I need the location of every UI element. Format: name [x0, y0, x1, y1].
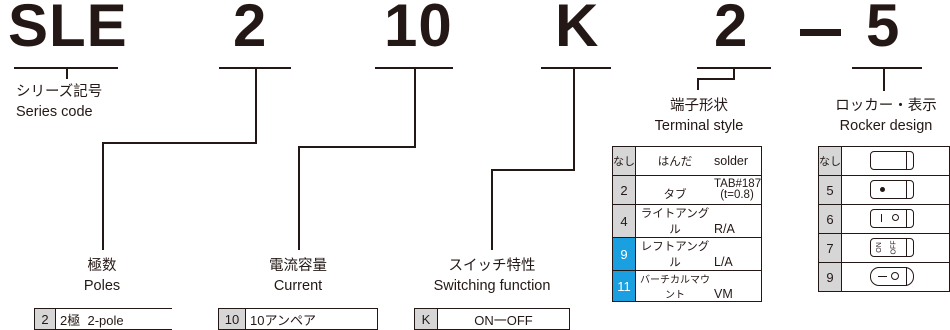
table-row: 10 10アンペア: [218, 308, 378, 330]
leader-current-v2: [298, 146, 300, 250]
terminal-title: 端子形状 Terminal style: [625, 96, 773, 136]
series-label-en: Series code: [16, 104, 93, 120]
code-switching: K: [555, 0, 600, 59]
leader-switching-v2: [491, 169, 493, 250]
terminal-ja: レフトアングル: [640, 241, 710, 269]
current-table: 10 10アンペア: [218, 308, 378, 330]
table-row: 2 タブ TAB#187(t=0.8): [612, 175, 762, 205]
code-poles: 2: [233, 0, 268, 59]
leader-switching-h: [491, 169, 575, 171]
terminal-code: なし: [612, 146, 636, 176]
table-row: なし はんだ solder: [612, 146, 762, 176]
rocker-on-off-icon: ON OFF: [870, 238, 914, 257]
table-row: K ON一OFF: [414, 308, 570, 330]
code-series: SLE: [8, 0, 128, 59]
code-rocker: 5: [866, 0, 901, 59]
table-row: なし: [818, 146, 950, 176]
terminal-code: 9: [612, 237, 636, 271]
rocker-code: 9: [818, 262, 842, 292]
rocker-off-mark: OFF: [890, 240, 898, 255]
poles-en: 2-pole: [87, 312, 124, 328]
switching-title-en: Switching function: [433, 278, 551, 294]
underline-switching: [541, 67, 611, 69]
poles-ja: 2極: [60, 312, 81, 328]
table-row: 5: [818, 175, 950, 205]
terminal-ja: ライトアングル: [640, 208, 710, 236]
rocker-code: なし: [818, 146, 842, 176]
terminal-ja: はんだ: [657, 156, 693, 168]
terminal-en: L/A: [714, 255, 733, 269]
table-row: 7 ON OFF: [818, 233, 950, 263]
current-ja: 10アンペア: [245, 308, 378, 330]
rocker-title-ja: ロッカー・表示: [835, 98, 937, 114]
terminal-en: VM: [714, 287, 733, 301]
table-row: 9 レフトアングル L/A: [612, 237, 762, 271]
table-row: 2 2極 2-pole: [34, 308, 172, 330]
terminal-table: なし はんだ solder 2 タブ TAB#187(t=0.8) 4 ライトアング…: [612, 146, 762, 302]
rocker-dot-icon: [870, 180, 914, 199]
leader-series: [66, 67, 68, 79]
leader-poles-h: [102, 142, 257, 144]
poles-title: 極数 Poles: [42, 256, 162, 296]
rocker-code: 6: [818, 204, 842, 234]
code-current: 10: [384, 0, 453, 59]
poles-table: 2 2極 2-pole: [34, 308, 172, 330]
switching-title-ja: スイッチ特性: [448, 258, 536, 274]
terminal-code: 11: [612, 270, 636, 302]
rocker-table: なし 5 6 7 ON OFF 9: [818, 146, 950, 292]
rocker-dash-circle-icon: [870, 267, 914, 286]
rocker-title: ロッカー・表示 Rocker design: [816, 96, 950, 136]
leader-rocker: [883, 67, 885, 91]
leader-terminal-h: [697, 78, 735, 80]
table-row: 4 ライトアングル R/A: [612, 204, 762, 238]
poles-title-en: Poles: [83, 278, 121, 294]
leader-switching-v1: [573, 67, 575, 170]
current-title-en: Current: [273, 278, 323, 294]
leader-poles-v1: [255, 67, 257, 143]
terminal-title-ja: 端子形状: [670, 98, 728, 114]
switching-title: スイッチ特性 Switching function: [412, 256, 572, 296]
code-separator: [800, 29, 841, 36]
terminal-code: 2: [612, 175, 636, 205]
current-code: 10: [218, 308, 246, 330]
code-terminal: 2: [714, 0, 749, 59]
switching-code: K: [414, 308, 438, 330]
current-title: 電流容量 Current: [236, 256, 360, 296]
poles-title-ja: 極数: [87, 258, 117, 274]
rocker-line-circle-icon: [870, 209, 914, 228]
leader-current-v1: [414, 67, 416, 147]
terminal-en: R/A: [714, 222, 735, 236]
leader-poles-v2: [102, 142, 104, 250]
leader-terminal-v1: [733, 67, 735, 79]
switching-desc: ON一OFF: [437, 308, 570, 330]
terminal-ja: バーチカルマウント: [640, 275, 710, 301]
leader-current-h: [298, 146, 416, 148]
current-title-ja: 電流容量: [269, 258, 327, 274]
terminal-en: TAB#187: [714, 177, 762, 190]
rocker-on-mark: ON: [875, 242, 883, 253]
rocker-title-en: Rocker design: [839, 118, 933, 134]
table-row: 9: [818, 262, 950, 292]
underline-rocker: [852, 67, 922, 69]
terminal-code: 4: [612, 204, 636, 238]
series-label: シリーズ記号 Series code: [16, 82, 102, 122]
poles-code: 2: [34, 308, 56, 330]
rocker-code: 7: [818, 233, 842, 263]
terminal-en2: (t=0.8): [720, 188, 754, 201]
terminal-en: solder: [714, 154, 749, 168]
rocker-blank-icon: [870, 151, 914, 170]
switching-table: K ON一OFF: [414, 308, 570, 330]
table-row: 11 バーチカルマウント VM: [612, 270, 762, 302]
leader-terminal-v2: [697, 78, 699, 90]
rocker-code: 5: [818, 175, 842, 205]
series-label-ja: シリーズ記号: [16, 84, 103, 100]
table-row: 6: [818, 204, 950, 234]
terminal-ja: タブ: [663, 188, 687, 201]
terminal-title-en: Terminal style: [654, 118, 744, 134]
